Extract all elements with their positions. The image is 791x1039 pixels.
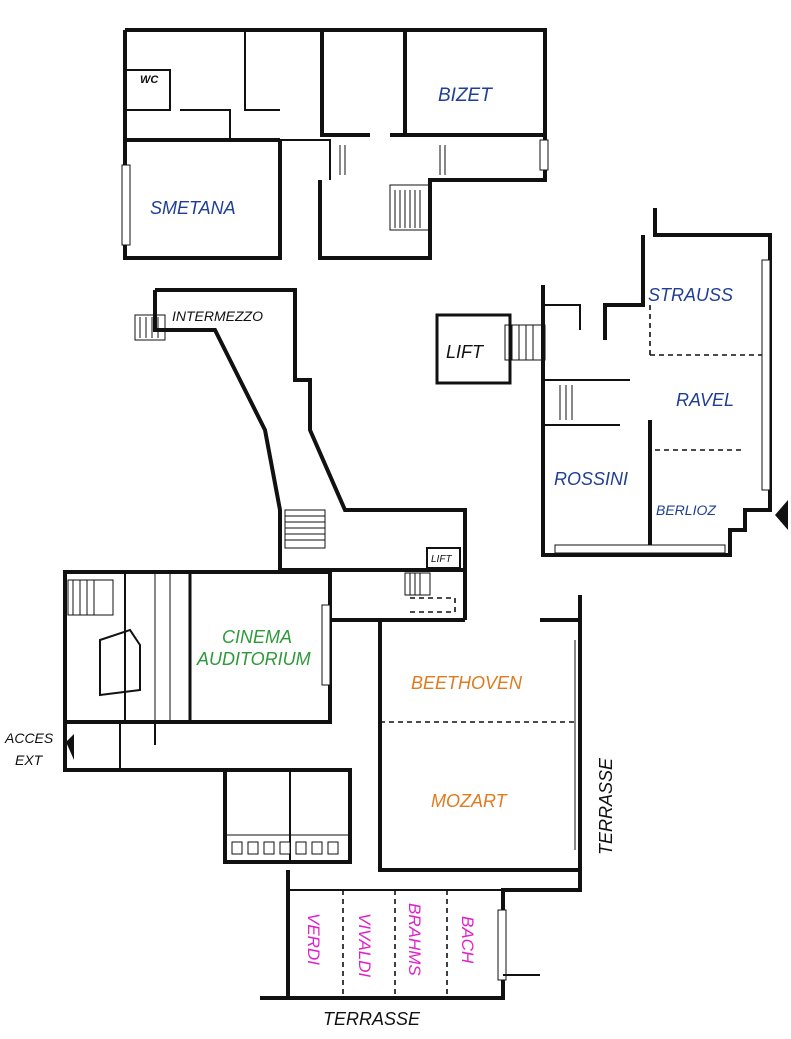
- room-beethoven[interactable]: BEETHOVEN: [411, 673, 523, 693]
- room-ravel[interactable]: RAVEL: [676, 390, 734, 410]
- room-cinema-line2[interactable]: AUDITORIUM: [196, 649, 311, 669]
- main-hall: [63, 547, 465, 772]
- room-vivaldi[interactable]: VIVALDI: [355, 913, 374, 978]
- room-smetana[interactable]: SMETANA: [150, 198, 236, 218]
- terrasse-bottom[interactable]: TERRASSE: [323, 1009, 421, 1029]
- terrasse-right[interactable]: TERRASSE: [596, 757, 616, 855]
- cinema-block: [63, 570, 332, 724]
- wc-label: WC: [140, 74, 159, 86]
- beethoven-mozart-block: [330, 595, 582, 872]
- room-cinema-line1[interactable]: CINEMA: [222, 627, 292, 647]
- triangle-left-icon: [66, 734, 74, 760]
- room-bizet[interactable]: BIZET: [438, 85, 493, 106]
- room-verdi[interactable]: VERDI: [304, 913, 323, 965]
- intermezzo-corridor: [134, 288, 467, 620]
- acces-ext-line2[interactable]: EXT: [15, 752, 44, 768]
- small-rooms-block: [260, 870, 582, 1000]
- room-bach[interactable]: BACH: [458, 916, 477, 964]
- acces-ext-line1[interactable]: ACCES: [4, 730, 54, 746]
- stairs-upper: [339, 145, 446, 228]
- room-berlioz[interactable]: BERLIOZ: [656, 502, 716, 518]
- room-mozart[interactable]: MOZART: [431, 791, 509, 811]
- room-strauss[interactable]: STRAUSS: [648, 285, 733, 305]
- east-wing: [541, 208, 772, 557]
- upper-block: [121, 28, 549, 260]
- room-rossini[interactable]: ROSSINI: [554, 469, 628, 489]
- lift-label[interactable]: LIFT: [446, 342, 485, 362]
- lift-small-label[interactable]: LIFT: [431, 554, 452, 565]
- intermezzo-label[interactable]: INTERMEZZO: [172, 308, 263, 324]
- room-brahms[interactable]: BRAHMS: [405, 903, 424, 976]
- lift-box: [435, 313, 546, 385]
- stairs-intermezzo: [134, 314, 326, 549]
- triangle-left-icon: [775, 500, 788, 530]
- toilets-block: [223, 768, 352, 864]
